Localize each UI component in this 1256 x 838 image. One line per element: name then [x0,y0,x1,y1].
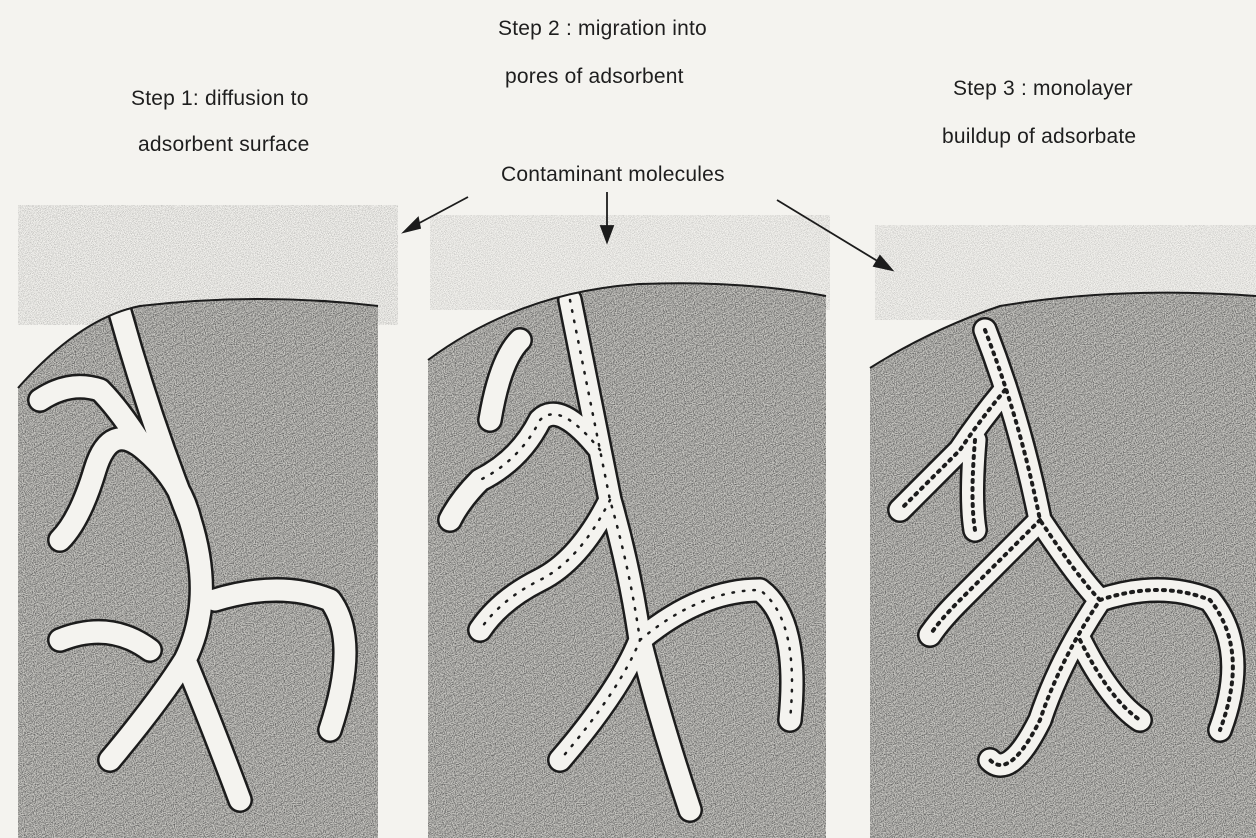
step3-label-line2: buildup of adsorbate [942,126,1136,147]
step2-label-line1: Step 2 : migration into [498,18,707,39]
step1-label-line1: Step 1: diffusion to [131,88,309,109]
step2-label-line2: pores of adsorbent [505,66,684,87]
contaminant-molecules-label: Contaminant molecules [501,164,725,185]
adsorbent-block-3 [860,280,1256,838]
step1-label-line2: adsorbent surface [138,134,310,155]
step3-label-line1: Step 3 : monolayer [953,78,1133,99]
adsorbent-block-2 [420,270,840,838]
arrowhead-left [404,218,420,232]
adsorbent-block-1 [0,280,400,838]
